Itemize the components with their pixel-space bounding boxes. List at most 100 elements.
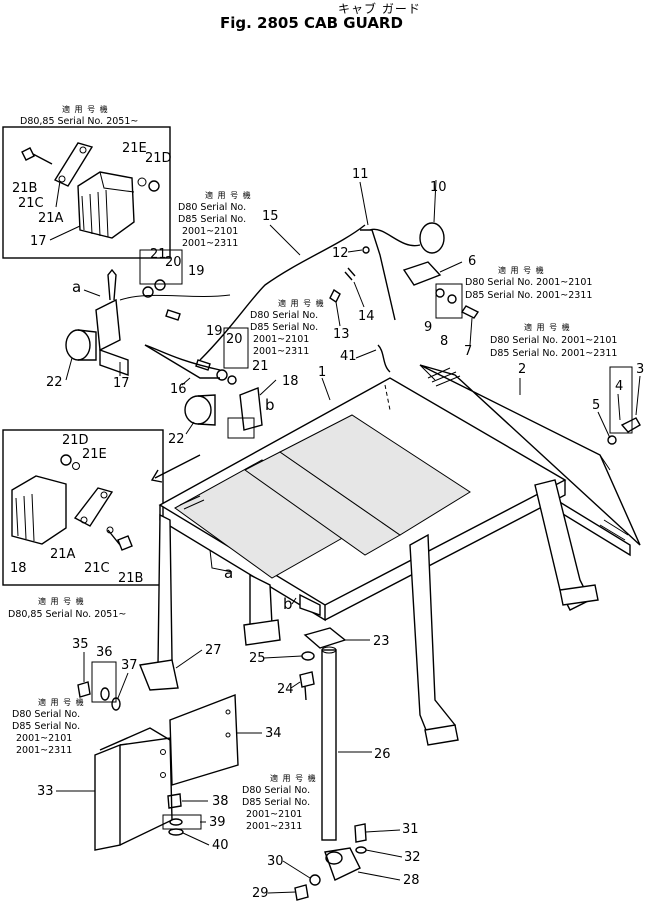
label-11: 11 xyxy=(352,167,369,182)
title-japanese: キャブ ガード xyxy=(338,2,421,16)
nut-30 xyxy=(309,874,321,886)
bracket-33 xyxy=(94,743,121,851)
svg-text:D80 Serial No.: D80 Serial No. xyxy=(178,202,246,213)
inset-top-left: 適 用 号 機 D80,85 Serial No. 2051~ 21B 21C … xyxy=(2,104,172,259)
washer-5 xyxy=(607,435,617,445)
label-17: 17 xyxy=(113,376,130,391)
plate-34 xyxy=(169,693,239,786)
label-19-lower: 19 xyxy=(206,324,223,339)
washer-8 xyxy=(447,294,457,304)
label-21a: 21A xyxy=(38,211,64,226)
label-15: 15 xyxy=(262,209,279,224)
label-32: 32 xyxy=(404,850,421,865)
pole-26 xyxy=(321,649,337,841)
washer-21e xyxy=(72,462,80,470)
label-21b: 21B xyxy=(12,181,37,196)
svg-text:2001~2101: 2001~2101 xyxy=(246,809,302,820)
label-8: 8 xyxy=(440,334,448,349)
svg-text:2001~2101: 2001~2101 xyxy=(253,334,309,345)
label-21e-b: 21E xyxy=(82,447,107,462)
svg-text:D85 Serial No.: D85 Serial No. xyxy=(250,322,318,333)
wire-16 xyxy=(144,344,220,379)
svg-text:D80 Serial No.: D80 Serial No. xyxy=(250,310,318,321)
plate-hole-icon xyxy=(79,146,87,154)
svg-text:D85 Serial No. 2001~2311: D85 Serial No. 2001~2311 xyxy=(465,290,592,301)
svg-text:D80 Serial No.: D80 Serial No. xyxy=(12,709,80,720)
label-19-upper: 19 xyxy=(188,264,205,279)
bracket-18 xyxy=(11,475,67,545)
label-21a-b: 21A xyxy=(50,547,76,562)
svg-text:2001~2311: 2001~2311 xyxy=(16,745,72,756)
label-2: 2 xyxy=(518,362,526,377)
bolt-31 xyxy=(354,823,367,843)
label-28: 28 xyxy=(403,873,420,888)
note-block-lower-center: 適 用 号 機 D80 Serial No. D85 Serial No. 20… xyxy=(242,773,316,832)
plate-hole-icon xyxy=(58,175,66,183)
label-3: 3 xyxy=(636,362,644,377)
label-20-upper: 20 xyxy=(165,255,182,270)
label-27: 27 xyxy=(205,643,222,658)
svg-text:D80 Serial No. 2001~2101: D80 Serial No. 2001~2101 xyxy=(465,277,592,288)
svg-text:D85 Serial No.: D85 Serial No. xyxy=(178,214,246,225)
svg-text:2001~2311: 2001~2311 xyxy=(182,238,238,249)
label-12: 12 xyxy=(332,246,349,261)
label-26: 26 xyxy=(374,747,391,762)
label-40: 40 xyxy=(212,838,229,853)
ref-letter-b-lower: b xyxy=(283,595,293,613)
label-14: 14 xyxy=(358,309,375,324)
label-22-upper: 22 xyxy=(46,375,63,390)
label-6: 6 xyxy=(468,254,476,269)
label-9: 9 xyxy=(424,320,432,335)
bracket-17 xyxy=(77,171,135,239)
bolt-35 xyxy=(77,681,91,698)
bolt-7 xyxy=(460,305,480,319)
label-7: 7 xyxy=(464,344,472,359)
svg-text:D85 Serial No. 2001~2311: D85 Serial No. 2001~2311 xyxy=(490,348,617,359)
svg-text:2001~2101: 2001~2101 xyxy=(16,733,72,744)
label-23: 23 xyxy=(373,634,390,649)
label-21e: 21E xyxy=(122,141,147,156)
label-36: 36 xyxy=(96,645,113,660)
note-block-center: 適 用 号 機 D80 Serial No. D85 Serial No. 20… xyxy=(250,298,325,357)
applicability-note: D80,85 Serial No. 2051~ xyxy=(20,116,138,127)
label-21d: 21D xyxy=(145,151,172,166)
note-block-lower-left: 適 用 号 機 D80 Serial No. D85 Serial No. 20… xyxy=(12,697,84,756)
label-10: 10 xyxy=(430,180,447,195)
label-5: 5 xyxy=(592,398,600,413)
clip-14 xyxy=(344,267,356,281)
bracket-ribs xyxy=(81,189,109,238)
lower-parts xyxy=(77,627,367,901)
washer-25 xyxy=(301,651,315,661)
label-20-lower: 20 xyxy=(226,332,243,347)
washer-39 xyxy=(169,818,183,826)
ref-letter-a-lower: a xyxy=(224,564,233,582)
label-34: 34 xyxy=(265,726,282,741)
mount-27 xyxy=(139,659,179,691)
note-block-right-1: 適 用 号 機 D80 Serial No. 2001~2101 D85 Ser… xyxy=(465,265,592,301)
front-left-leg xyxy=(157,513,173,666)
inset-top-left-border xyxy=(2,126,171,259)
plate-21a xyxy=(53,142,94,187)
ref-letter-a-upper: a xyxy=(72,278,81,296)
label-38: 38 xyxy=(212,794,229,809)
svg-text:2001~2311: 2001~2311 xyxy=(246,821,302,832)
bracket-6 xyxy=(402,261,442,286)
bolt-13 xyxy=(329,288,341,304)
svg-text:D80 Serial No.: D80 Serial No. xyxy=(242,785,310,796)
svg-text:適 用 号 機: 適 用 号 機 xyxy=(278,298,325,308)
bolt-21b xyxy=(21,147,53,165)
inset-mid-left: 21D 21E 18 21A 21C 21B 適 用 号 機 D80,85 Se… xyxy=(2,429,164,620)
svg-text:適 用 号 機: 適 用 号 機 xyxy=(205,190,252,200)
note-block-right-2: 適 用 号 機 D80 Serial No. 2001~2101 D85 Ser… xyxy=(490,322,617,359)
svg-text:2001~2101: 2001~2101 xyxy=(182,226,238,237)
svg-text:2001~2311: 2001~2311 xyxy=(253,346,309,357)
roof-panel-right xyxy=(279,414,471,536)
label-21c-b: 21C xyxy=(84,561,110,576)
arrow-icon xyxy=(150,454,201,483)
figure-title: Fig. 2805 CAB GUARD xyxy=(220,14,403,32)
label-18-inset: 18 xyxy=(10,561,27,576)
washer-36 xyxy=(100,687,110,701)
rear-guard-2 xyxy=(419,364,641,546)
bracket-18 xyxy=(239,387,263,431)
label-41: 41 xyxy=(340,349,357,364)
